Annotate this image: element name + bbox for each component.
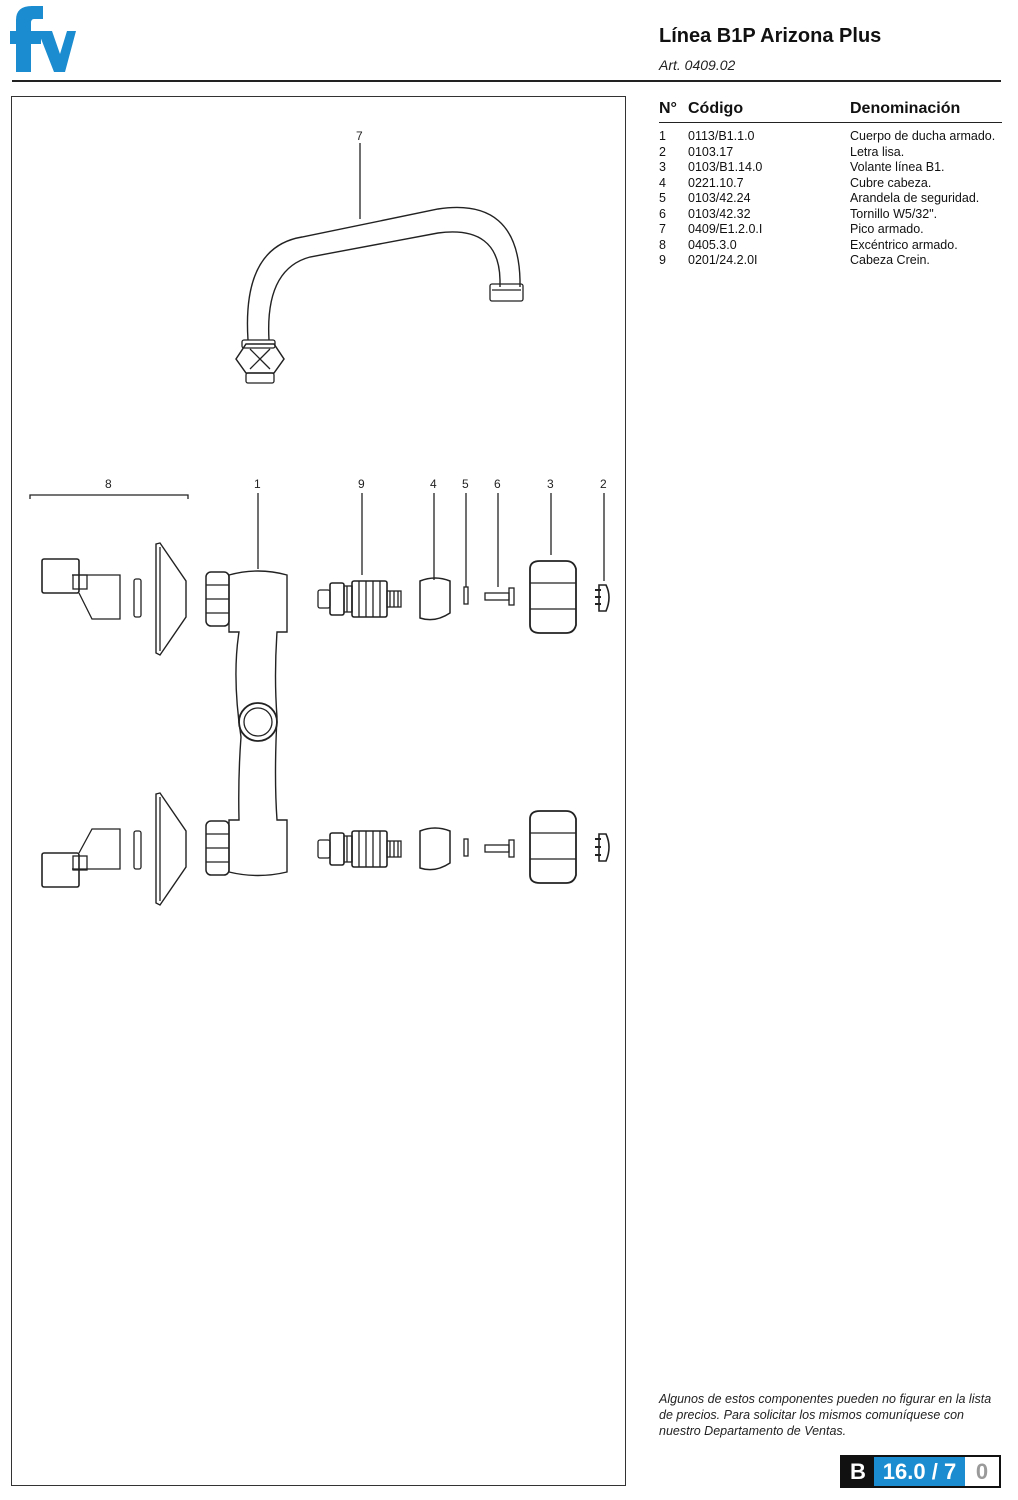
row-number: 1 [659, 129, 666, 143]
row-code: 0103/B1.14.0 [688, 160, 763, 174]
index-cap-lower [595, 833, 610, 862]
head-cover-lower [419, 827, 451, 871]
row-number: 7 [659, 222, 666, 236]
table-row: 8 0405.3.0 Excéntrico armado. [659, 238, 1002, 254]
fv-logo [10, 6, 76, 72]
row-number: 9 [659, 253, 666, 267]
callout-6: 6 [494, 477, 501, 491]
callout-1: 1 [254, 477, 261, 491]
table-row: 5 0103/42.24 Arandela de seguridad. [659, 191, 1002, 207]
callout-3: 3 [547, 477, 554, 491]
row-code: 0103/42.24 [688, 191, 751, 205]
callout-8: 8 [105, 477, 112, 491]
table-row: 9 0201/24.2.0I Cabeza Crein. [659, 253, 1002, 269]
callout-2: 2 [600, 477, 607, 491]
table-row: 6 0103/42.32 Tornillo W5/32". [659, 207, 1002, 223]
page-code-revision: 0 [965, 1457, 999, 1486]
row-code: 0201/24.2.0I [688, 253, 758, 267]
callout-5: 5 [462, 477, 469, 491]
row-name: Arandela de seguridad. [850, 191, 980, 205]
row-number: 5 [659, 191, 666, 205]
washer-lower [463, 838, 469, 857]
article-number: Art. 0409.02 [659, 57, 736, 73]
parts-table-header: N° Código Denominación [659, 98, 1002, 123]
row-name: Tornillo W5/32". [850, 206, 938, 221]
table-row: 4 0221.10.7 Cubre cabeza. [659, 176, 1002, 192]
page-code-number: 16.0 / 7 [874, 1457, 965, 1486]
row-number: 8 [659, 237, 666, 252]
row-name: Pico armado. [850, 222, 924, 236]
header-number: N° [659, 100, 677, 117]
eccentric-lower [41, 792, 187, 906]
row-number: 6 [659, 206, 666, 221]
row-name: Cabeza Crein. [850, 253, 930, 267]
header-divider [12, 80, 1001, 82]
spout-part [235, 206, 524, 384]
exploded-diagram-panel: 7 8 1 9 4 5 6 3 2 [11, 96, 626, 1486]
handle-upper [529, 560, 577, 634]
index-cap-upper [595, 584, 610, 612]
screw-lower [484, 839, 515, 858]
page-code-section: B [842, 1457, 874, 1486]
table-row: 7 0409/E1.2.0.I Pico armado. [659, 222, 1002, 238]
row-code: 0113/B1.1.0 [688, 129, 755, 143]
header-name: Denominación [850, 100, 961, 117]
cartridge-upper [317, 580, 402, 618]
callout-9: 9 [358, 477, 365, 491]
page-code-badge: B 16.0 / 7 0 [840, 1455, 1001, 1488]
callout-7: 7 [356, 129, 363, 143]
row-code: 0409/E1.2.0.I [688, 222, 763, 236]
callout-4: 4 [430, 477, 437, 491]
table-row: 2 0103.17 Letra lisa. [659, 145, 1002, 161]
table-row: 3 0103/B1.14.0 Volante línea B1. [659, 160, 1002, 176]
row-name: Cubre cabeza. [850, 175, 932, 190]
eccentric-upper [41, 542, 187, 656]
washer-upper [463, 586, 469, 605]
row-name: Volante línea B1. [850, 160, 945, 174]
row-code: 0103.17 [688, 144, 734, 159]
row-name: Letra lisa. [850, 144, 905, 159]
screw-upper [484, 587, 515, 606]
row-number: 2 [659, 144, 666, 159]
table-row: 1 0113/B1.1.0 Cuerpo de ducha armado. [659, 129, 1002, 145]
handle-lower [529, 810, 577, 884]
row-name: Cuerpo de ducha armado. [850, 129, 996, 143]
head-cover-upper [419, 577, 451, 621]
row-number: 3 [659, 160, 666, 174]
row-code: 0221.10.7 [688, 175, 744, 190]
cartridge-lower [317, 830, 402, 868]
header-code: Código [688, 100, 744, 117]
shower-body-part [205, 570, 288, 877]
row-code: 0103/42.32 [688, 206, 751, 221]
row-name: Excéntrico armado. [850, 237, 958, 252]
page-title: Línea B1P Arizona Plus [659, 25, 882, 47]
row-number: 4 [659, 175, 666, 190]
parts-table: N° Código Denominación 1 0113/B1.1.0 Cue… [659, 98, 1002, 269]
bracket-8 [29, 494, 189, 499]
row-code: 0405.3.0 [688, 237, 737, 252]
availability-note: Algunos de estos componentes pueden no f… [659, 1392, 992, 1438]
exploded-diagram: 7 8 1 9 4 5 6 3 2 [29, 129, 610, 906]
